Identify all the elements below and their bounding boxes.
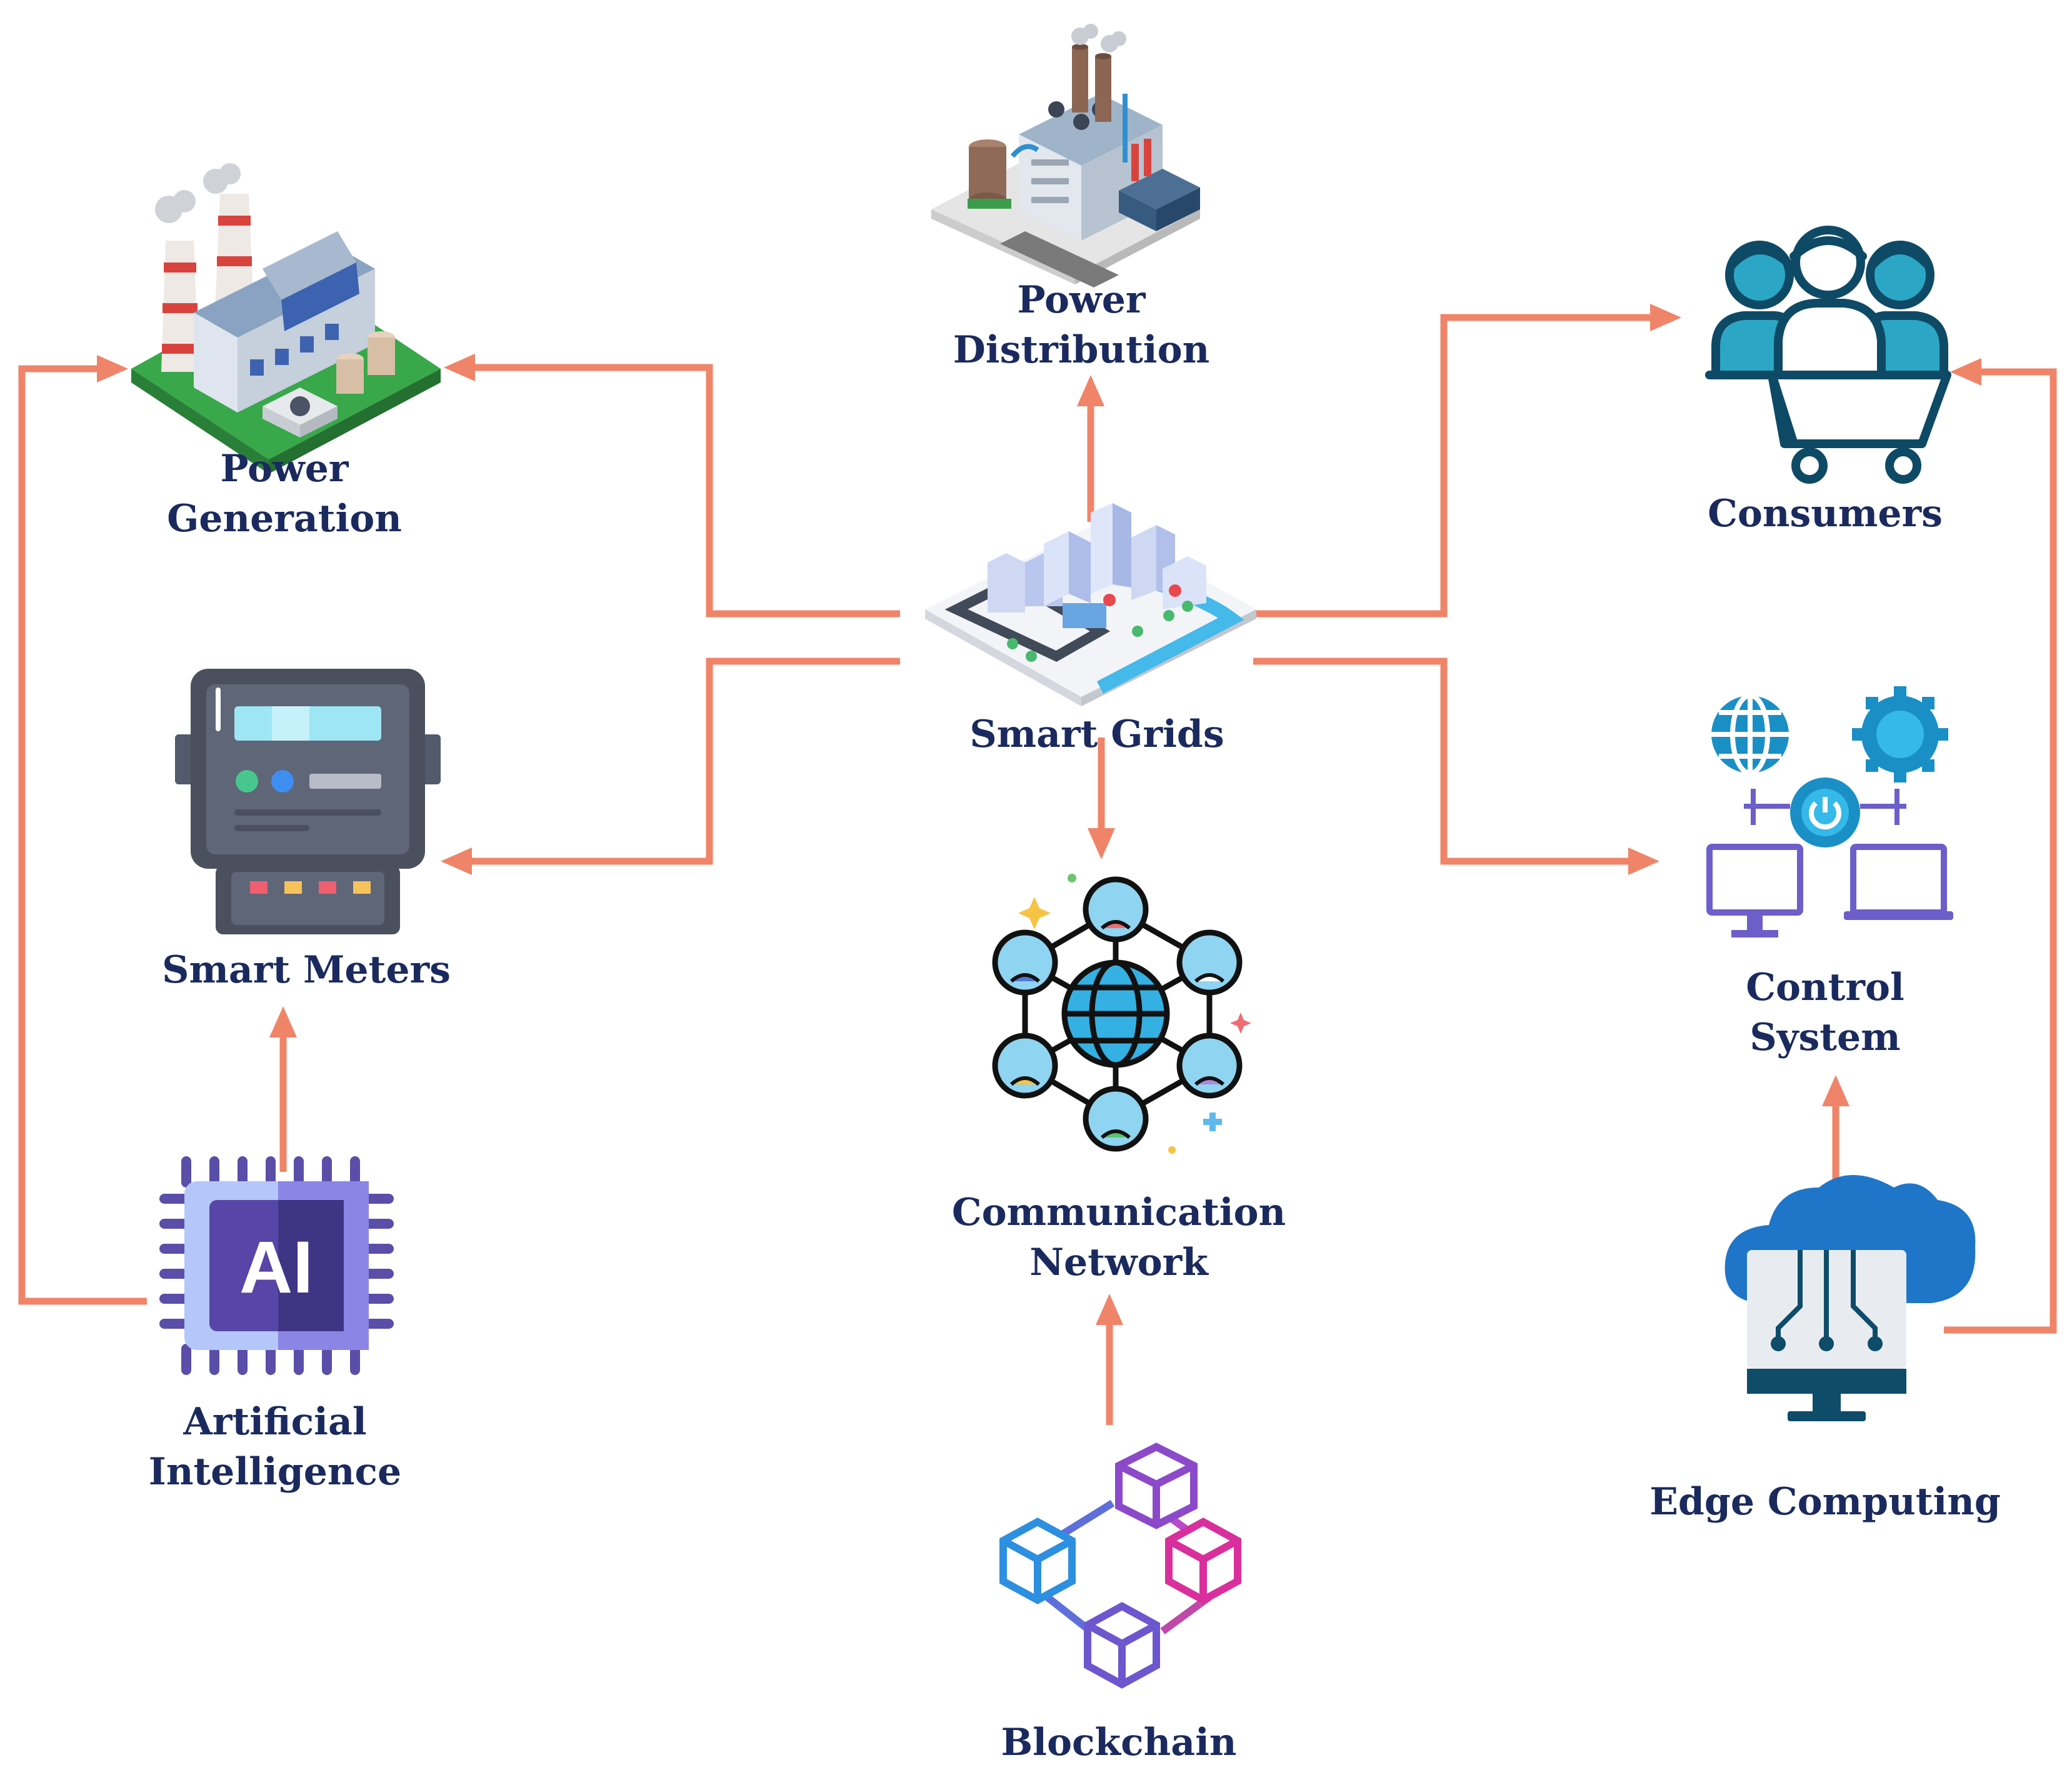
smart-grids-label: Smart Grids	[969, 712, 1224, 756]
arrowhead-power-distribution	[1077, 375, 1104, 406]
arrowhead-edge-consumers	[1950, 358, 1981, 386]
ai-chip-text: AI	[239, 1226, 313, 1309]
edge-smart-grids-to-power-generation	[475, 364, 900, 618]
arrowhead-control-system	[1628, 848, 1659, 875]
arrowhead-smart-meters	[441, 848, 472, 875]
users-cart-icon	[1705, 226, 1951, 484]
smart-meters-label: Smart Meters	[162, 948, 451, 992]
consumers-label: Consumers	[1708, 492, 1943, 536]
arrowhead-ai-smart-meters	[269, 1006, 297, 1038]
edge-smart-grids-to-smart-meters	[472, 658, 900, 865]
edge-smart-grids-to-consumers	[1253, 314, 1650, 618]
edge-edge-computing-to-consumers	[1944, 368, 2057, 1334]
connectors	[18, 304, 2057, 1425]
control-system-label: Control System	[1746, 966, 1904, 1059]
arrowhead-communication-network	[1088, 828, 1115, 859]
smart-city-icon	[925, 503, 1256, 706]
industrial-plant-icon	[931, 24, 1200, 288]
network-control-icon	[1706, 686, 1953, 938]
arrowhead-power-generation	[444, 354, 475, 381]
communication-network-label: Communication Network	[951, 1191, 1286, 1284]
arrowhead-edge-control-system	[1822, 1075, 1849, 1106]
power-generation-label: Power Generation	[167, 447, 402, 541]
ai-chip-icon: AI	[159, 1156, 394, 1375]
factory-icon	[131, 163, 441, 474]
blockchain-cubes-icon	[999, 1442, 1241, 1689]
arrowhead-ai-power-generation	[97, 355, 128, 382]
edge-ai-to-power-generation	[18, 365, 147, 1305]
blockchain-label: Blockchain	[1001, 1721, 1237, 1764]
edge-computing-label: Edge Computing	[1649, 1480, 2001, 1524]
cloud-computer-icon	[1724, 1175, 1976, 1421]
electric-meter-icon	[175, 669, 441, 934]
arrowhead-consumers	[1650, 304, 1681, 331]
globe-network-icon	[992, 876, 1243, 1152]
sparkle-decorations	[1018, 874, 1251, 1154]
edge-smart-grids-to-control-system	[1253, 658, 1628, 865]
artificial-intelligence-label: Artificial Intelligence	[148, 1400, 402, 1494]
power-distribution-label: Power Distribution	[953, 278, 1210, 372]
arrowhead-blockchain-communication-network	[1096, 1294, 1123, 1325]
